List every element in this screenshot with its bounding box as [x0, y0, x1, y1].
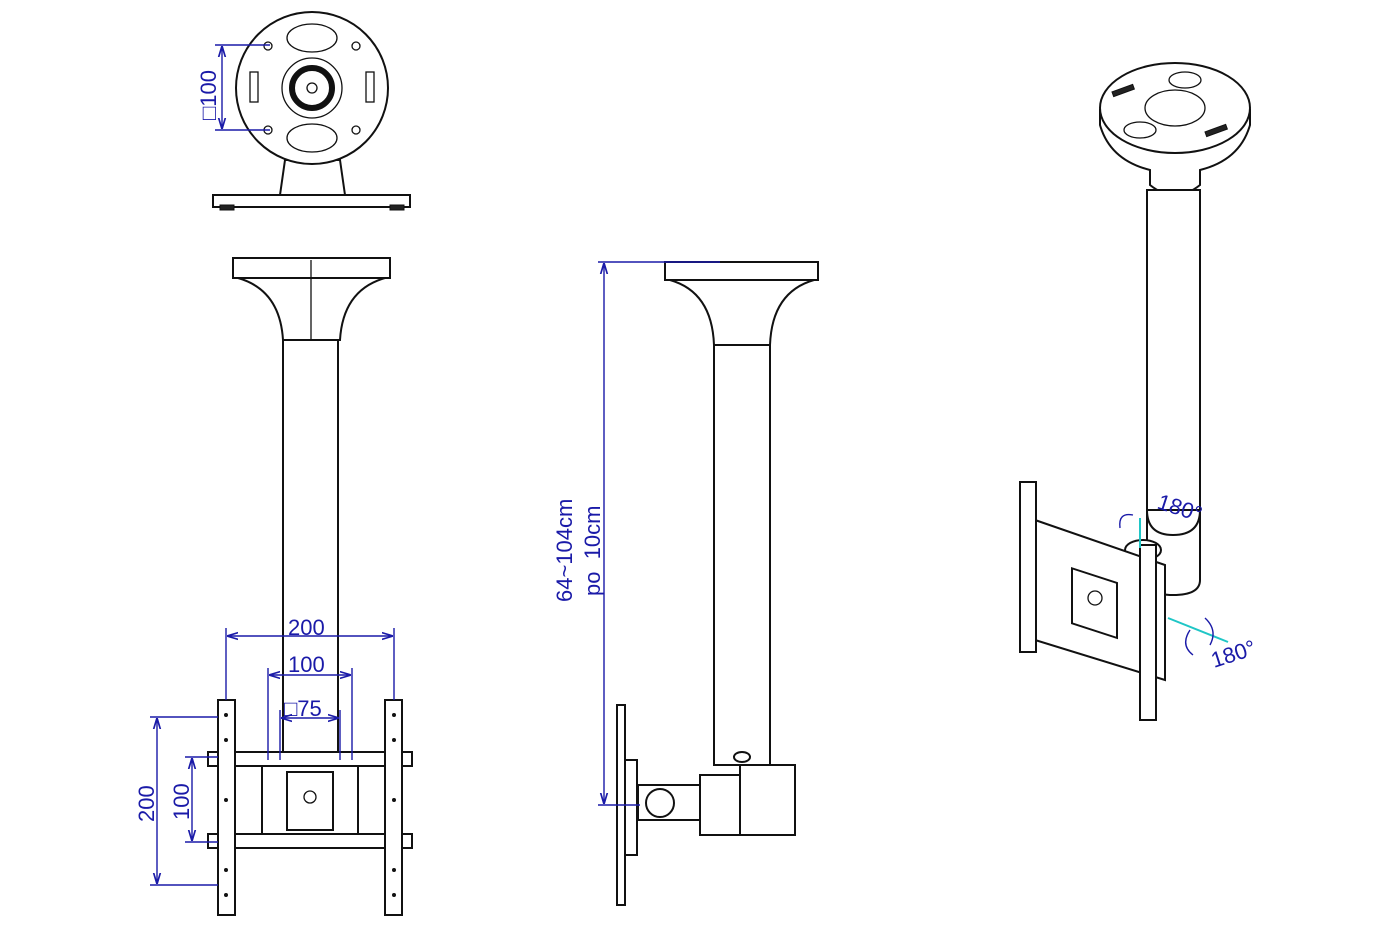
- rotation-bottom-label: 180°: [1208, 635, 1259, 673]
- cross-bar-top: [207, 751, 413, 767]
- width-outer-label: 200: [288, 615, 325, 640]
- center-plate: [286, 771, 334, 831]
- arm-joint: [699, 774, 741, 836]
- width-mid-label: 100: [288, 652, 325, 677]
- ceiling-plate: [235, 11, 389, 165]
- side-view: 64~104cm po 10cm: [552, 261, 819, 906]
- height-inner-label: 100: [169, 783, 194, 820]
- height-range-label: 64~104cm: [552, 499, 577, 602]
- pole: [713, 344, 771, 766]
- collar: [739, 764, 796, 836]
- vesa-label-top: □100: [196, 70, 221, 120]
- rail-left: [217, 699, 236, 916]
- step-label: po 10cm: [580, 506, 605, 597]
- rail-left: [1019, 481, 1037, 653]
- neck: [278, 159, 347, 196]
- width-inner-label: □75: [284, 696, 322, 721]
- height-outer-label: 200: [134, 785, 159, 822]
- ceiling-plate: [1099, 62, 1251, 154]
- top-view: □100: [196, 11, 411, 211]
- cross-bar-bottom: [207, 833, 413, 849]
- rail-right: [384, 699, 403, 916]
- iso-view: 180° 180°: [1019, 62, 1259, 721]
- rail-right: [1139, 544, 1157, 721]
- front-view: 200 100 □75 200 100: [134, 257, 413, 916]
- base-plate: [212, 194, 411, 208]
- pole: [1146, 189, 1201, 511]
